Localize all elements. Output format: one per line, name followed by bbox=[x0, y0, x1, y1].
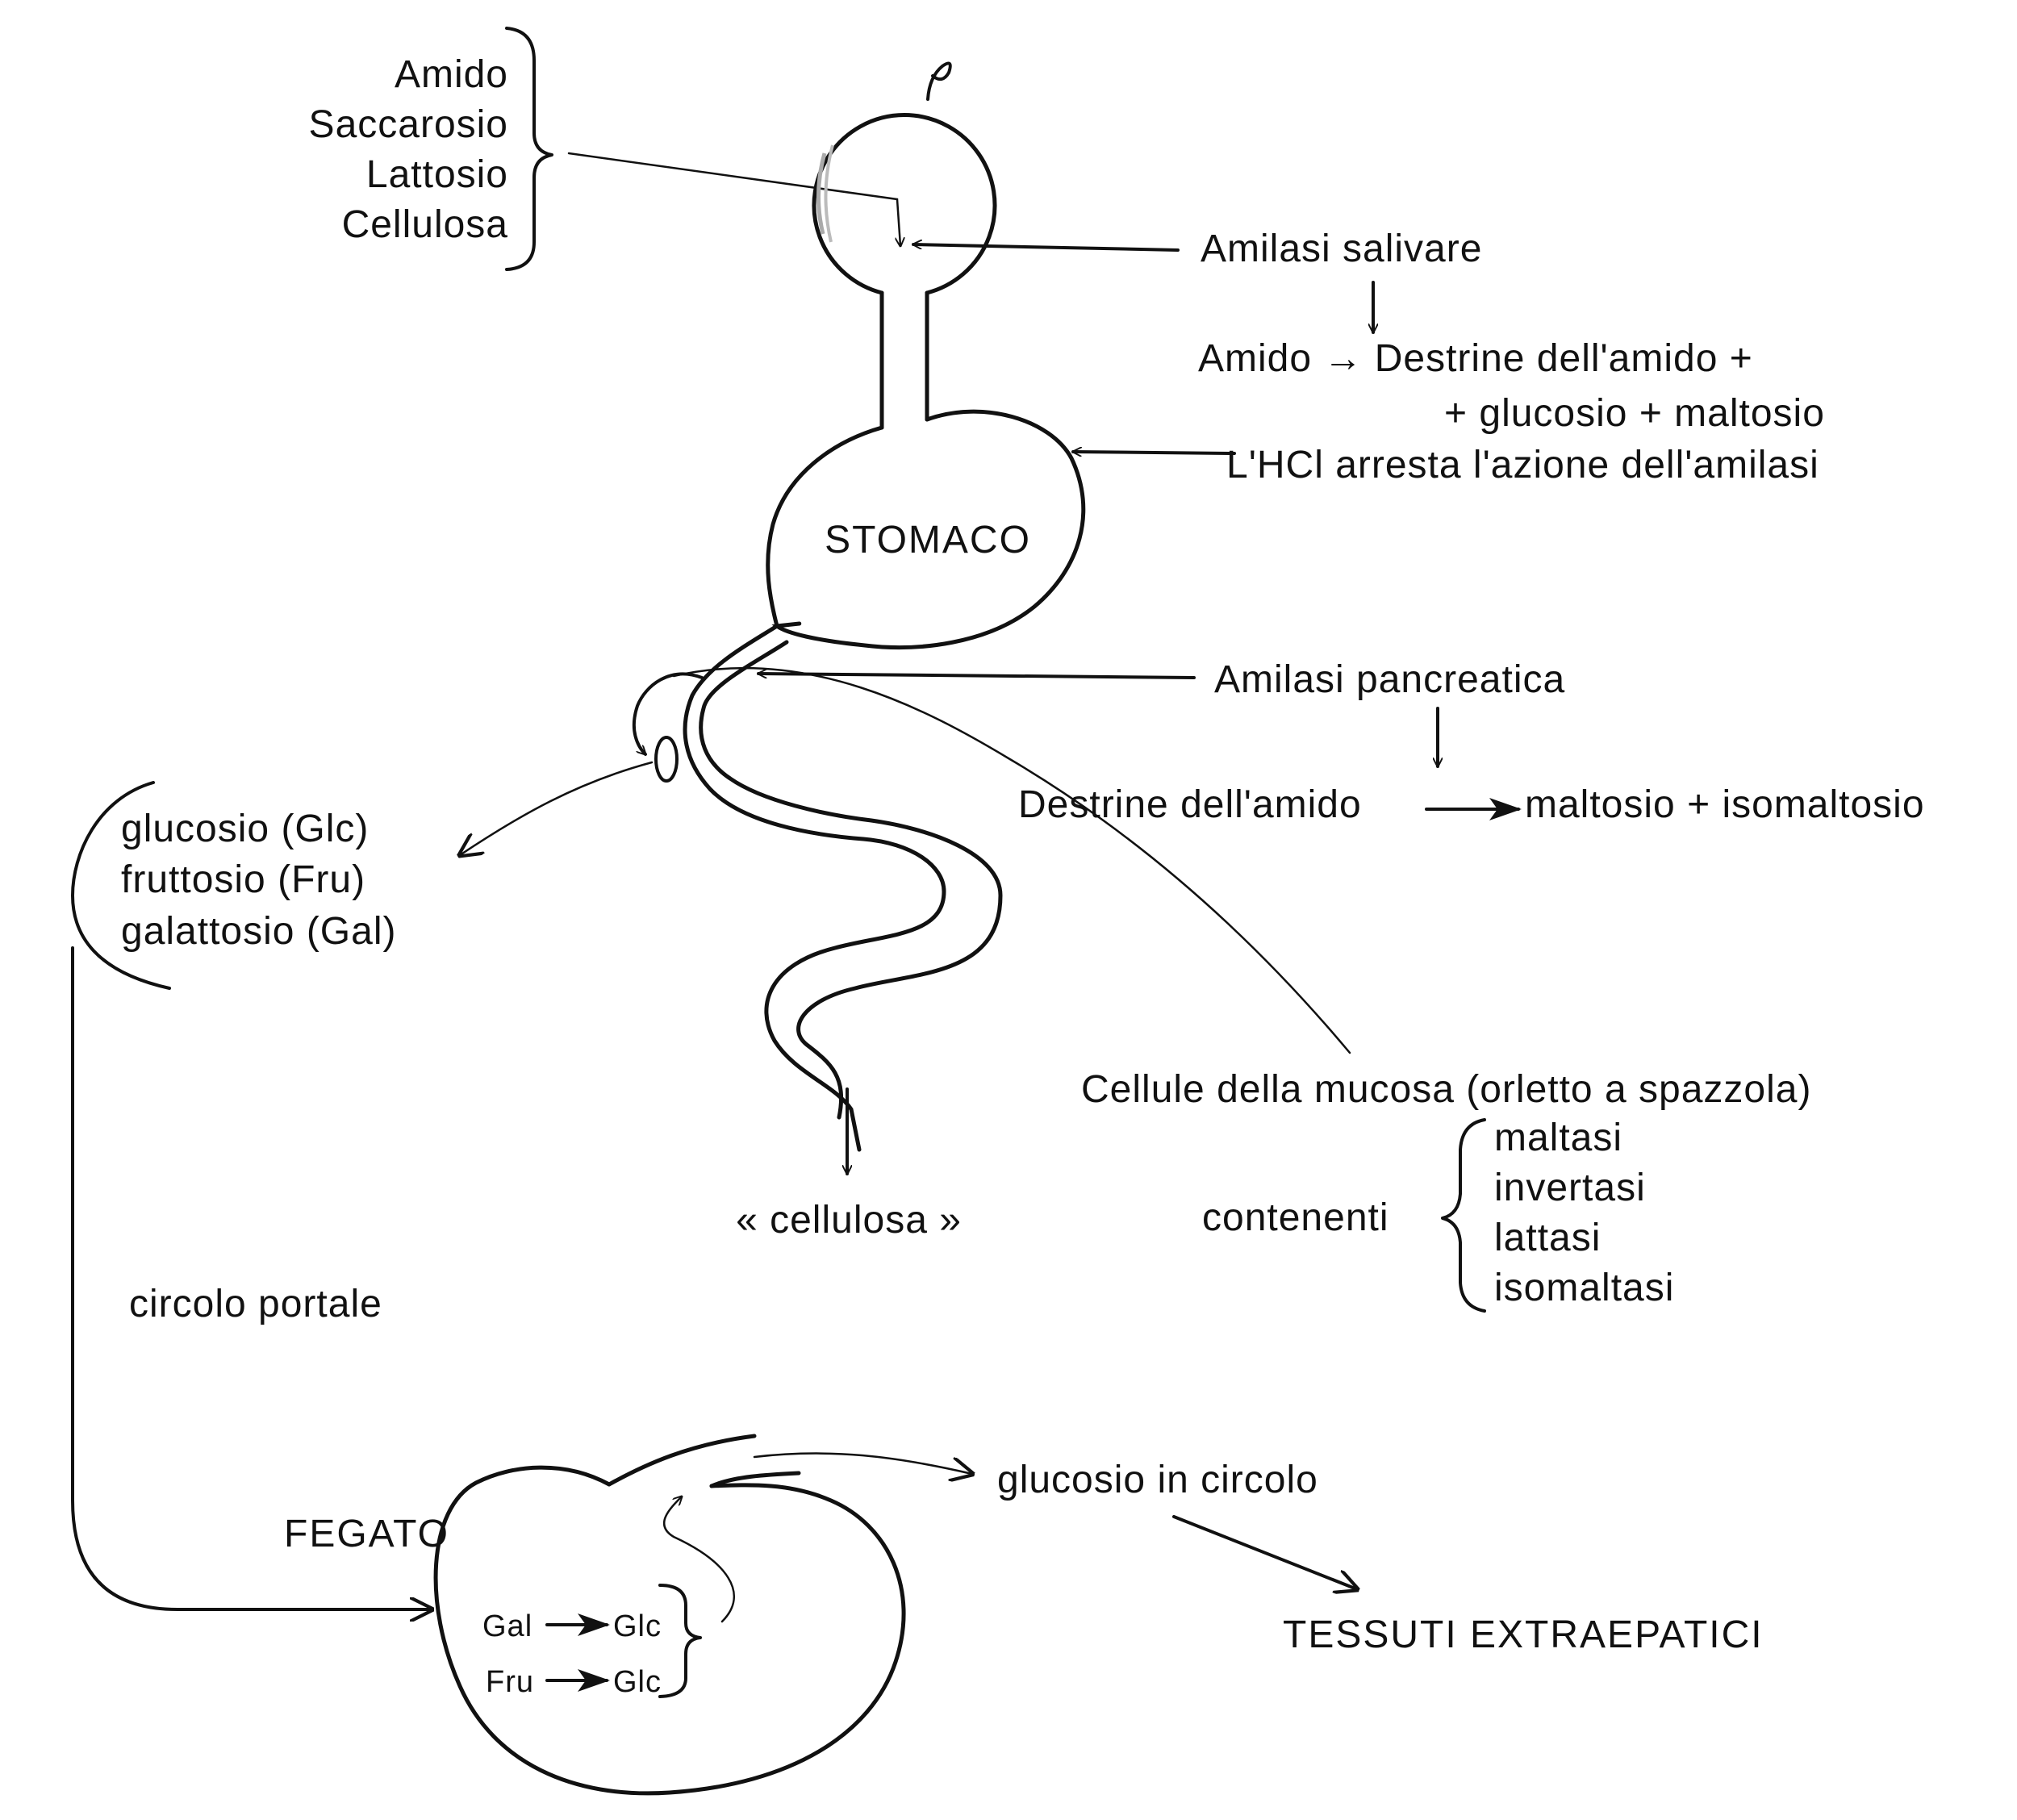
carb-saccarosio: Saccarosio bbox=[309, 103, 508, 146]
salivary-reaction-line1: Amido → Destrine dell'amido + bbox=[1198, 337, 1753, 380]
enzyme-isomaltasi: isomaltasi bbox=[1494, 1267, 1674, 1309]
absorption-arrow bbox=[460, 761, 654, 855]
liver-outline bbox=[433, 1465, 906, 1796]
mucosa-title: Cellule della mucosa (orletto a spazzola… bbox=[1081, 1068, 1811, 1111]
absorbed-fructose: fruttosio (Fru) bbox=[121, 858, 365, 901]
carb-cellulosa: Cellulosa bbox=[342, 203, 508, 246]
enzyme-invertasi: invertasi bbox=[1494, 1167, 1646, 1209]
mucosa-enzymes-brace bbox=[1441, 1118, 1486, 1313]
carbohydrate-list: Amido Saccarosio Lattosio Cellulosa bbox=[309, 53, 508, 246]
salivary-amylase-arrow bbox=[912, 244, 1180, 252]
salivary-amylase-label: Amilasi salivare bbox=[1201, 228, 1482, 270]
mouth-cavity bbox=[812, 113, 997, 295]
pancreatic-amylase-label: Amilasi pancreatica bbox=[1214, 658, 1565, 701]
pancreatic-reactant: Destrine dell'amido bbox=[1018, 783, 1362, 826]
cellulose-exit-label: « cellulosa » bbox=[736, 1199, 962, 1242]
portal-circulation-label: circolo portale bbox=[129, 1283, 382, 1325]
mucosa-pointer-line bbox=[672, 666, 1351, 1054]
liver-gal: Gal bbox=[482, 1609, 532, 1643]
mucosa-containing: contenenti bbox=[1202, 1196, 1389, 1239]
liver-internal-arrow bbox=[662, 1496, 736, 1623]
enzyme-lattasi: lattasi bbox=[1494, 1217, 1601, 1259]
liver-hepatic-vein-lower bbox=[709, 1471, 801, 1488]
digestive-tract bbox=[632, 61, 1086, 1175]
intestine-inner bbox=[699, 640, 1003, 1120]
absorbed-bracket bbox=[71, 781, 171, 990]
circulating-glucose-label: glucosio in circolo bbox=[997, 1459, 1318, 1501]
carb-lattosio: Lattosio bbox=[366, 153, 508, 196]
liver-fru: Fru bbox=[486, 1665, 534, 1699]
pancreatic-amylase-arrow bbox=[757, 674, 1196, 679]
carb-amido: Amido bbox=[395, 53, 508, 96]
stomach-outline bbox=[771, 409, 1086, 649]
enzyme-maltasi: maltasi bbox=[1494, 1117, 1622, 1159]
liver-glc-2: Glc bbox=[613, 1665, 662, 1699]
liver-to-circulation-arrow bbox=[753, 1452, 972, 1474]
hcl-arrow bbox=[1071, 452, 1236, 453]
stomach-label: STOMACO bbox=[825, 519, 1031, 561]
extrahepatic-tissues-label: TESSUTI EXTRAEPATICI bbox=[1283, 1613, 1764, 1656]
portal-circulation-line bbox=[71, 946, 432, 1609]
absorbed-glucose: glucosio (Glc) bbox=[121, 808, 369, 850]
liver-glc-1: Glc bbox=[613, 1609, 662, 1643]
pancreatic-products: maltosio + isomaltosio bbox=[1525, 783, 1925, 826]
liver-hepatic-vein-upper bbox=[607, 1434, 757, 1487]
intestine-outer bbox=[683, 624, 946, 1152]
mouth-squiggle bbox=[926, 61, 952, 101]
pancreas-duct-arrow bbox=[632, 672, 704, 754]
duct-opening bbox=[654, 736, 679, 783]
carbs-to-mouth-arrow bbox=[567, 152, 900, 246]
stomach-upper-left bbox=[766, 425, 884, 628]
hcl-note: L'HCl arresta l'azione dell'amilasi bbox=[1226, 444, 1819, 486]
carbohydrate-brace bbox=[505, 27, 553, 271]
absorbed-galactose: galattosio (Gal) bbox=[121, 910, 396, 953]
circulation-to-tissues-arrow bbox=[1172, 1515, 1357, 1589]
salivary-reaction-line2: + glucosio + maltosio bbox=[1444, 392, 1825, 435]
liver-conversion-brace bbox=[658, 1584, 702, 1698]
liver-label: FEGATO bbox=[284, 1513, 449, 1555]
